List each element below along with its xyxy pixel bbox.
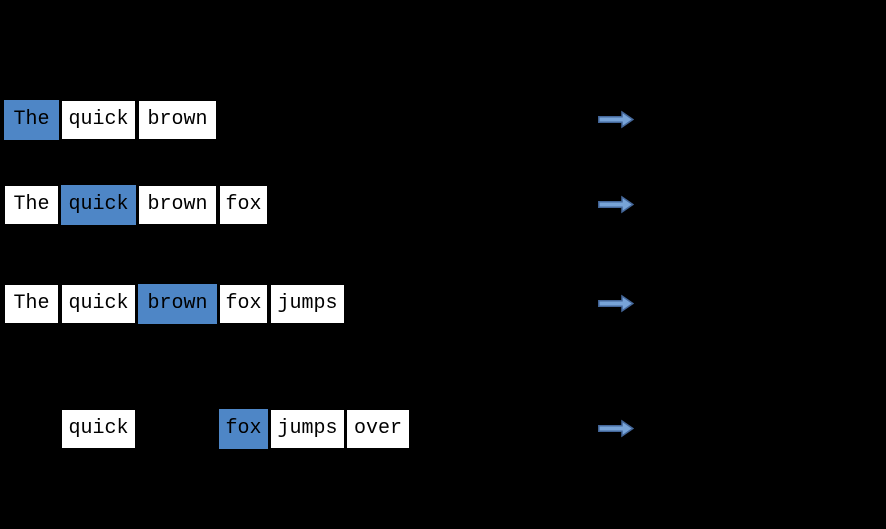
highlighted-word-box: The <box>4 100 59 140</box>
word-box: The <box>4 284 59 324</box>
word-box: jumps <box>270 284 345 324</box>
highlighted-word-box: brown <box>138 284 217 324</box>
word-box: brown <box>138 185 217 225</box>
right-arrow-icon <box>598 419 634 438</box>
right-arrow-icon <box>598 195 634 214</box>
word-box: over <box>346 409 410 449</box>
word-box: jumps <box>270 409 345 449</box>
word-box: fox <box>219 185 268 225</box>
right-arrow-icon <box>598 294 634 313</box>
right-arrow-icon <box>598 110 634 129</box>
word-box: The <box>4 185 59 225</box>
word-box: brown <box>138 100 217 140</box>
word-box: quick <box>61 100 136 140</box>
highlighted-word-box: quick <box>61 185 136 225</box>
word-box: quick <box>61 409 136 449</box>
word-box: quick <box>61 284 136 324</box>
highlighted-word-box: fox <box>219 409 268 449</box>
word-box: fox <box>219 284 268 324</box>
